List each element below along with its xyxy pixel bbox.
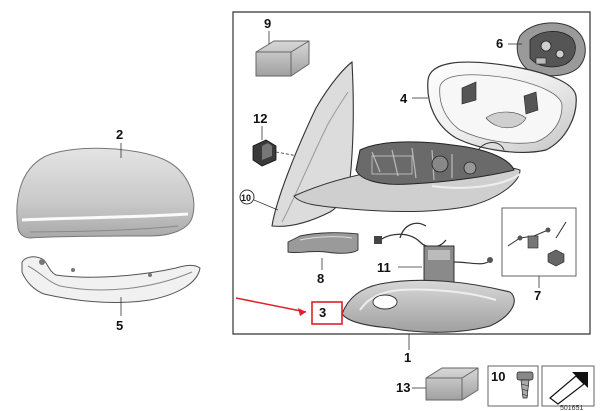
callout-12[interactable]: 12 — [253, 111, 267, 126]
leader-10-circled — [253, 199, 279, 211]
callout-10-circled[interactable]: 10 — [241, 193, 251, 203]
part-8-bracket — [287, 232, 359, 254]
callout-8[interactable]: 8 — [317, 271, 324, 286]
turn-signal-lens-part — [21, 256, 201, 303]
callout-6[interactable]: 6 — [496, 36, 503, 51]
red-arrow-head — [298, 308, 306, 316]
assembly-frame — [232, 11, 591, 335]
callout-7[interactable]: 7 — [534, 288, 541, 303]
callout-5[interactable]: 5 — [116, 318, 123, 333]
pointer-arrow-icon — [549, 372, 588, 405]
mirror-cap-part — [16, 147, 195, 239]
callout-3-highlight — [311, 301, 343, 325]
mirror-housing — [271, 60, 521, 227]
callout-3[interactable]: 3 — [319, 305, 326, 320]
callout-1[interactable]: 1 — [404, 350, 411, 365]
part-12-connector — [252, 139, 299, 167]
diagram-code: 501651 — [560, 405, 583, 411]
part-13-block — [425, 367, 479, 401]
part-11-wiring-harness — [374, 222, 493, 283]
screw-icon — [516, 371, 534, 399]
part-7-contents — [507, 221, 567, 267]
part-9-block — [255, 40, 310, 77]
callout-10-circle — [239, 189, 255, 205]
callout-4[interactable]: 4 — [400, 91, 408, 106]
callout-13[interactable]: 13 — [396, 380, 410, 395]
callout-10-box[interactable]: 10 — [491, 369, 505, 384]
callout-11[interactable]: 11 — [377, 260, 391, 275]
part-6-actuator — [516, 22, 586, 77]
red-arrow — [235, 297, 307, 313]
part-4-mirror-glass — [427, 61, 577, 153]
callout-2[interactable]: 2 — [116, 127, 123, 142]
part-10-box — [487, 365, 539, 407]
callout-9[interactable]: 9 — [264, 16, 271, 31]
part-3-lower-trim — [341, 279, 515, 333]
